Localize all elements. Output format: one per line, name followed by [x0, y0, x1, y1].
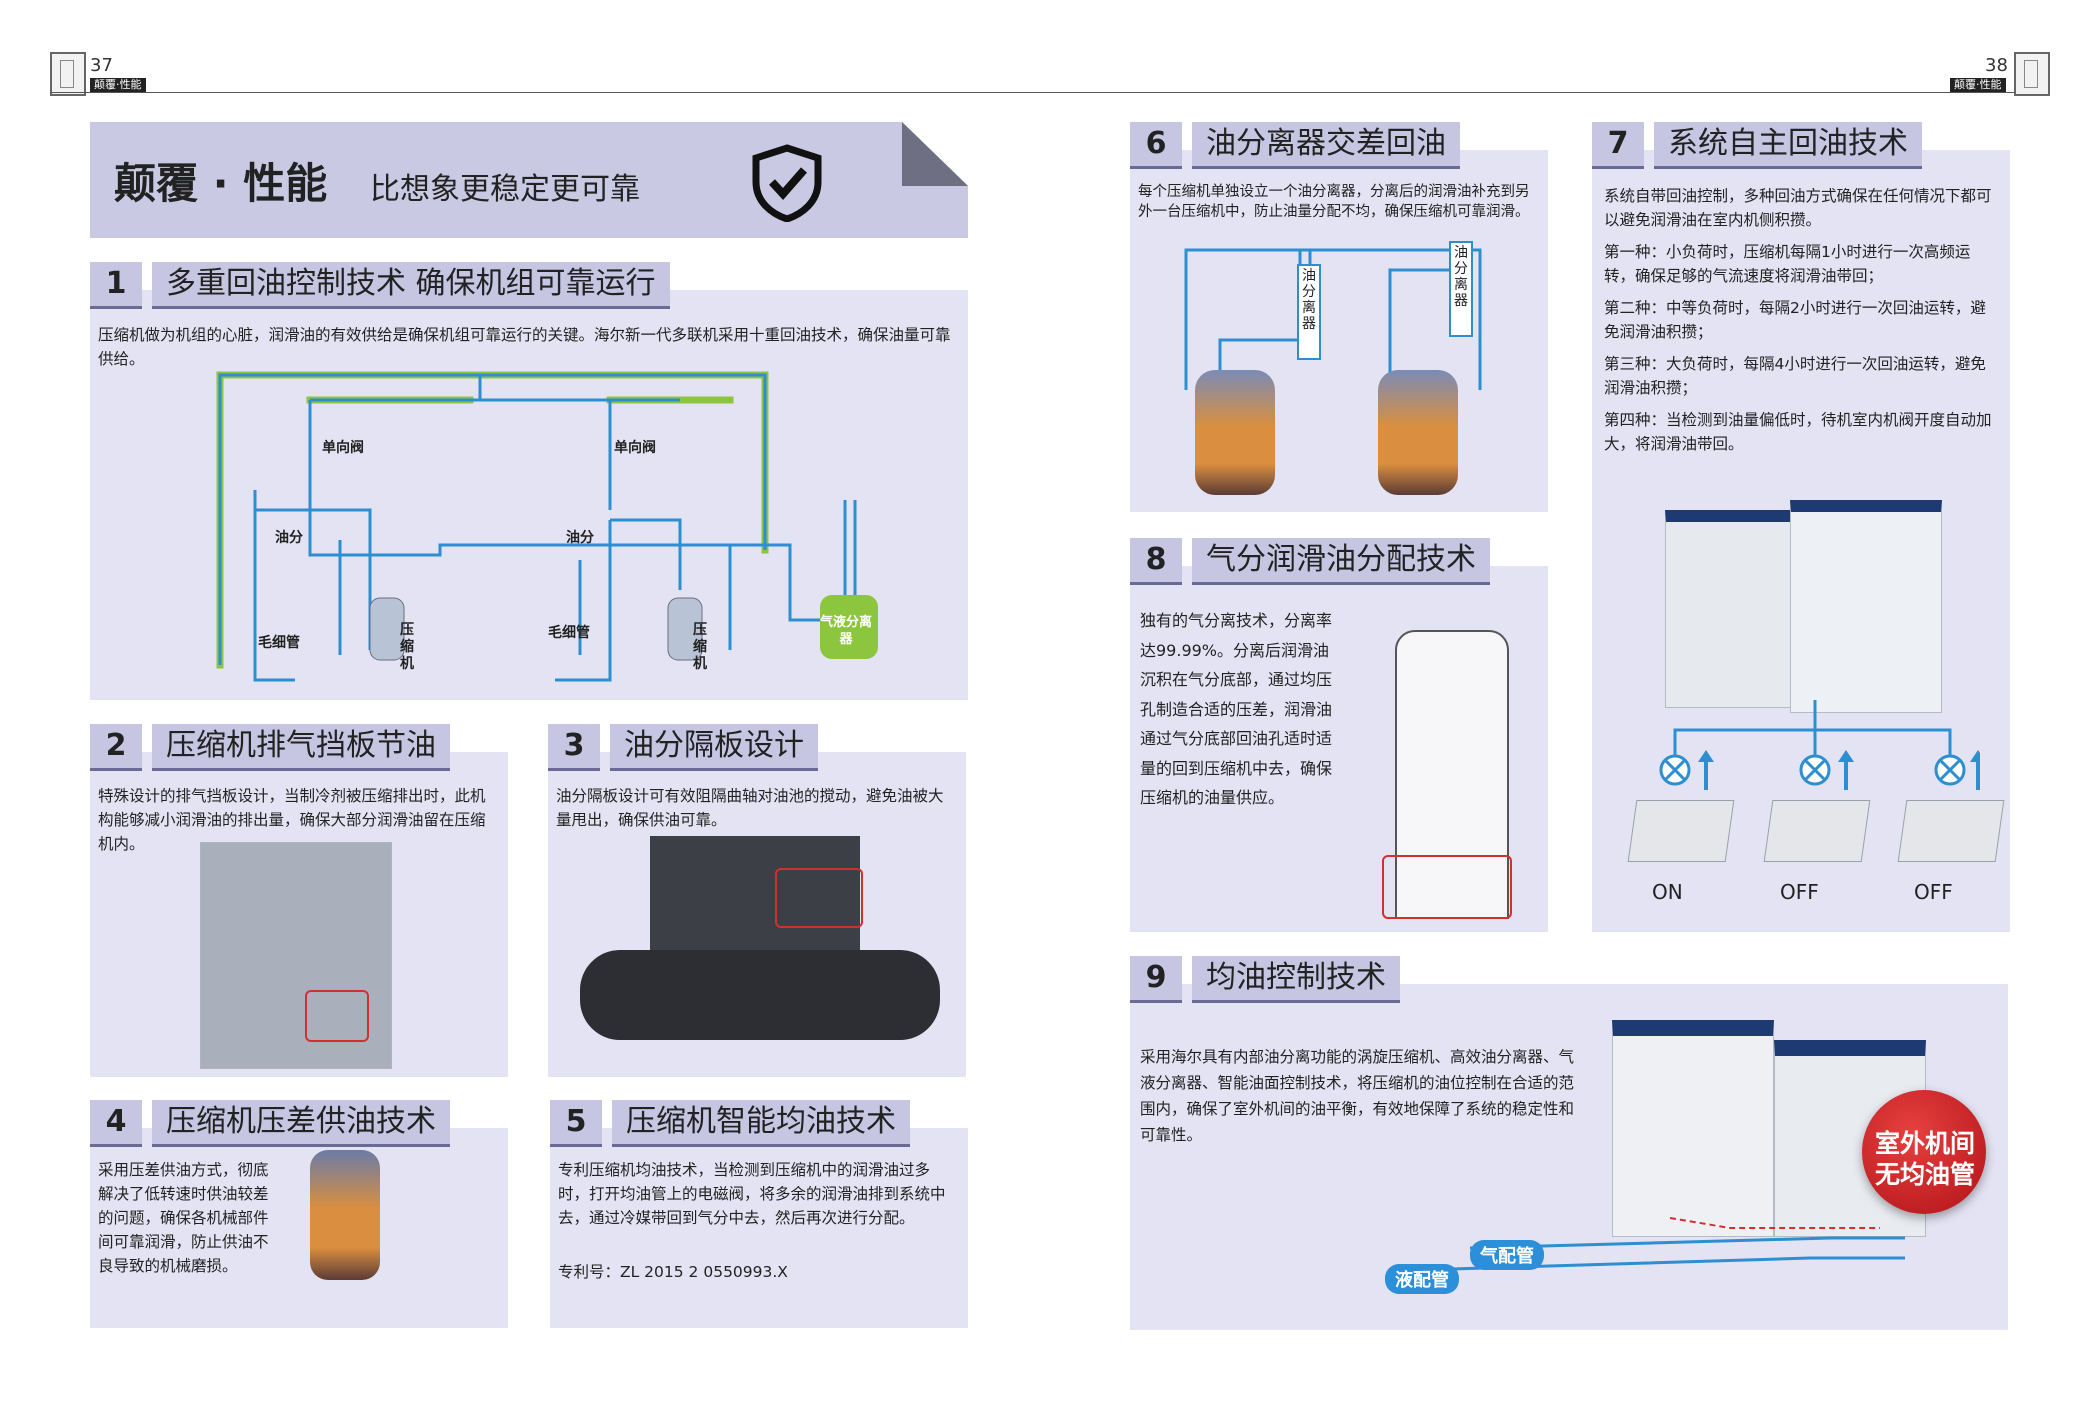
s5-number: 5 [550, 1100, 602, 1147]
s1-label-oil-1: 油分 [275, 530, 303, 546]
s1-label-separator: 气液分离器 [819, 615, 872, 647]
s4-text: 采用压差供油方式，彻底解决了低转速时供油较差的问题，确保各机械部件间可靠润滑，防… [98, 1161, 269, 1275]
s7-number: 7 [1592, 122, 1644, 169]
s7-state-2: OFF [1914, 880, 1953, 904]
s9-badge-text: 室外机间无均油管 [1874, 1129, 1975, 1189]
s6-text: 每个压缩机单独设立一个油分离器，分离后的润滑油补充到另外一台压缩机中，防止油量分… [1138, 184, 1530, 220]
book-right-icon [2014, 52, 2050, 96]
s4-compressor-image [310, 1150, 380, 1280]
s9-pipe-diagram [1419, 1217, 1905, 1272]
s7-title: 系统自主回油技术 [1654, 122, 1922, 169]
s7-state-1: OFF [1780, 880, 1819, 904]
s2-discharge-baffle-image [200, 842, 392, 1069]
s3-number: 3 [548, 724, 600, 771]
s9-badge [1862, 1090, 1986, 1214]
s6-compressor-2-image [1378, 370, 1458, 495]
s5-title: 压缩机智能均油技术 [612, 1100, 910, 1147]
s6-title: 油分离器交差回油 [1192, 122, 1460, 169]
s6-label-sep-2: 油分离器 [1454, 245, 1468, 309]
banner-title: 颠覆 · 性能 [114, 159, 328, 208]
s1-label-check-valve-1: 单向阀 [322, 440, 364, 456]
s1-label-capillary-2: 毛细管 [548, 625, 590, 641]
header-rule [50, 92, 2046, 93]
book-left-icon [50, 52, 86, 96]
s7-state-0: ON [1652, 880, 1683, 904]
s9-liquid-pipe-label: 液配管 [1385, 1264, 1459, 1294]
s6-number: 6 [1130, 122, 1182, 169]
s7-paragraph-3: 第三种：大负荷时，每隔4小时进行一次回油运转，避免润滑油积攒； [1604, 355, 1986, 397]
s2-text: 特殊设计的排气挡板设计，当制冷剂被压缩排出时，此机构能够减小润滑油的排出量，确保… [98, 787, 486, 853]
s4-title: 压缩机压差供油技术 [152, 1100, 450, 1147]
s8-separator-image [1395, 630, 1509, 919]
s2-highlight-box [305, 990, 369, 1042]
s5-text: 专利压缩机均油技术，当检测到压缩机中的润滑油过多时，打开均油管上的电磁阀，将多余… [558, 1161, 946, 1227]
s1-label-oil-2: 油分 [566, 530, 594, 546]
s8-text: 独有的气分离技术，分离率达99.99%。分离后润滑油沉积在气分底部，通过均压孔制… [1140, 611, 1333, 807]
s8-highlight-box [1382, 855, 1512, 919]
s9-number: 9 [1130, 956, 1182, 1003]
s1-title: 多重回油控制技术 确保机组可靠运行 [152, 262, 670, 309]
banner: 颠覆 · 性能 比想象更稳定更可靠 [90, 122, 968, 238]
s5-panel [550, 1128, 968, 1328]
s3-text: 油分隔板设计可有效阻隔曲轴对油池的搅动，避免油被大量甩出，确保供油可靠。 [556, 787, 944, 829]
s7-outdoor-unit-1 [1665, 510, 1792, 708]
right-page-number: 38 [1985, 55, 2008, 76]
s9-title: 均油控制技术 [1192, 956, 1400, 1003]
s7-indoor-unit-2 [1763, 800, 1871, 862]
s2-number: 2 [90, 724, 142, 771]
s3-base-image [580, 950, 940, 1040]
s1-label-check-valve-2: 单向阀 [614, 440, 656, 456]
s7-indoor-unit-3 [1897, 800, 2005, 862]
s3-highlight-box [775, 868, 863, 928]
right-section-tag: 颠覆·性能 [1950, 78, 2006, 92]
shield-check-icon [752, 144, 822, 222]
s8-title: 气分润滑油分配技术 [1192, 538, 1490, 585]
s6-cross-return-diagram [1184, 241, 1482, 390]
s1-label-compressor-1: 压缩机 [400, 622, 414, 672]
s7-outdoor-unit-2 [1790, 500, 1942, 713]
s3-title: 油分隔板设计 [610, 724, 818, 771]
s9-gas-pipe-label: 气配管 [1470, 1240, 1544, 1270]
s7-paragraph-2: 第二种：中等负荷时，每隔2小时进行一次回油运转，避免润滑油积攒； [1604, 299, 1986, 341]
s8-number: 8 [1130, 538, 1182, 585]
s1-oil-circuit-diagram [216, 371, 878, 682]
s4-panel [90, 1128, 508, 1328]
s1-number: 1 [90, 262, 142, 309]
s7-paragraph-4: 第四种：当检测到油量偏低时，待机室内机阀开度自动加大，将润滑油带回。 [1604, 411, 1992, 453]
s1-label-capillary-1: 毛细管 [258, 635, 300, 651]
left-page-number: 37 [90, 55, 113, 76]
s5-patent: 专利号：ZL 2015 2 0550993.X [558, 1263, 788, 1281]
s7-distribution-diagram [1659, 700, 1980, 790]
s7-indoor-unit-1 [1627, 800, 1735, 862]
s2-title: 压缩机排气挡板节油 [152, 724, 450, 771]
s1-label-compressor-2: 压缩机 [693, 622, 707, 672]
s7-paragraph-1: 第一种：小负荷时，压缩机每隔1小时进行一次高频运转，确保足够的气流速度将润滑油带… [1604, 243, 1971, 285]
s1-text: 压缩机做为机组的心脏，润滑油的有效供给是确保机组可靠运行的关键。海尔新一代多联机… [98, 326, 951, 368]
s7-paragraph-0: 系统自带回油控制，多种回油方式确保在任何情况下都可以避免润滑油在室内机侧积攒。 [1604, 187, 1992, 229]
s9-text: 采用海尔具有内部油分离功能的涡旋压缩机、高效油分离器、气液分离器、智能油面控制技… [1140, 1048, 1575, 1144]
s6-compressor-1-image [1195, 370, 1275, 495]
left-section-tag: 颠覆·性能 [90, 78, 146, 92]
s4-number: 4 [90, 1100, 142, 1147]
s9-outdoor-unit-1 [1612, 1020, 1774, 1237]
s6-label-sep-1: 油分离器 [1302, 268, 1316, 332]
banner-subtitle: 比想象更稳定更可靠 [370, 172, 640, 207]
